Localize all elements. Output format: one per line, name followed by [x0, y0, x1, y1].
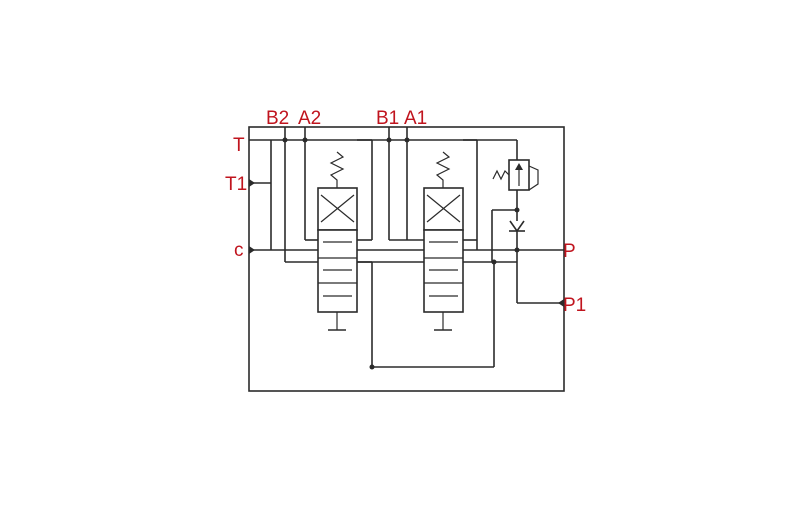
relief-spring [492, 169, 510, 181]
relief-arrow-head [515, 163, 523, 170]
c-port-arrow-icon [249, 246, 255, 254]
junction-dot [404, 137, 410, 143]
junction-dot [282, 137, 288, 143]
junction-dot [514, 207, 520, 213]
section1-cross-b [426, 194, 461, 223]
port-label-a2: A2 [298, 108, 321, 129]
port-label-p1: P1 [563, 295, 586, 316]
section2-spring [329, 151, 345, 188]
junction-dot [514, 247, 520, 253]
port-label-t1: T1 [225, 174, 247, 195]
port-label-t: T [233, 135, 245, 156]
valve-section-1 [423, 151, 464, 331]
section2-cross-b [320, 194, 355, 223]
junction-dot [302, 137, 308, 143]
section1-lower-block [423, 229, 464, 313]
junction-dot [491, 259, 497, 265]
port-label-a1: A1 [404, 108, 427, 129]
p1-port-arrow-icon [558, 299, 564, 307]
port-label-p: P [563, 241, 576, 262]
port-label-b2: B2 [266, 108, 289, 129]
section1-spring [435, 151, 451, 188]
junction-dot [369, 364, 375, 370]
check-valve-seat [509, 220, 525, 233]
port-label-b1: B1 [376, 108, 399, 129]
port-label-c: c [234, 240, 244, 261]
junction-dot [386, 137, 392, 143]
valve-section-2 [317, 151, 358, 331]
relief-pilot [528, 165, 539, 191]
t1-port-arrow-icon [249, 179, 255, 187]
